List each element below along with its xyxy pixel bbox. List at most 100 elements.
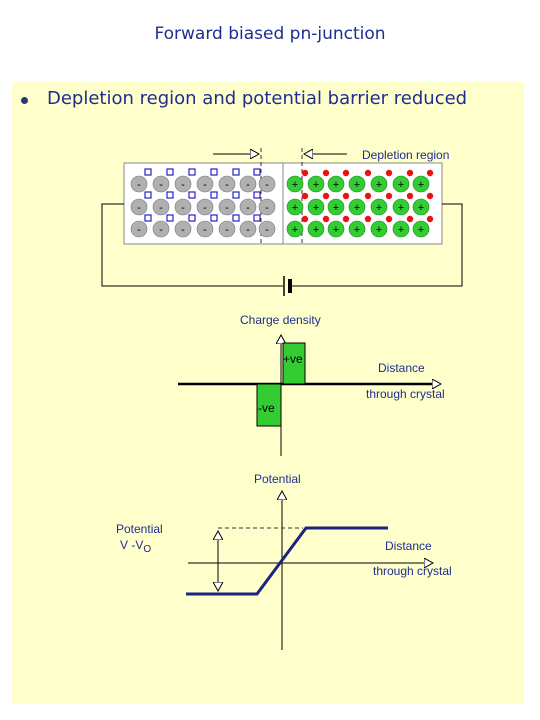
donor-ion <box>412 220 430 238</box>
donor-ion-sign: + <box>376 179 382 191</box>
donor-ion <box>286 175 304 193</box>
acceptor-ion-sign: - <box>159 224 163 236</box>
donor-ion-sign: + <box>354 224 360 236</box>
acceptor-ion-sign: - <box>181 179 185 191</box>
electron <box>342 215 350 223</box>
acceptor-ion-sign: - <box>203 202 207 214</box>
donor-ion <box>327 220 345 238</box>
donor-ion <box>392 220 410 238</box>
acceptor-ion-sign: - <box>137 202 141 214</box>
acceptor-ion <box>152 175 170 193</box>
acceptor-ion <box>196 175 214 193</box>
acceptor-ion-sign: - <box>265 202 269 214</box>
donor-ion-sign: + <box>398 179 404 191</box>
donor-ion-sign: + <box>313 224 319 236</box>
circuit-wire-left <box>101 203 283 287</box>
acceptor-ion-sign: - <box>181 224 185 236</box>
electron <box>364 215 372 223</box>
donor-ion-sign: + <box>376 202 382 214</box>
electron <box>426 169 434 177</box>
donor-ion <box>412 175 430 193</box>
depletion-region-label: Depletion region <box>362 148 449 162</box>
electron <box>322 192 330 200</box>
donor-ion-sign: + <box>333 202 339 214</box>
hole <box>253 191 261 199</box>
donor-ion-sign: + <box>418 224 424 236</box>
acceptor-ion <box>218 175 236 193</box>
electron <box>426 192 434 200</box>
acceptor-ions: --------------------- <box>130 175 276 238</box>
acceptor-ion-sign: - <box>137 224 141 236</box>
electron <box>426 215 434 223</box>
donor-ion-sign: + <box>398 224 404 236</box>
donor-ion <box>392 198 410 216</box>
acceptor-ion <box>239 220 257 238</box>
acceptor-ion <box>218 220 236 238</box>
electron <box>301 192 309 200</box>
bullet-text: Depletion region and potential barrier r… <box>47 88 468 109</box>
donor-ion-sign: + <box>292 179 298 191</box>
donor-ion <box>307 198 325 216</box>
donor-ion <box>307 220 325 238</box>
hole <box>210 214 218 222</box>
electron <box>406 192 414 200</box>
donor-ion-sign: + <box>376 224 382 236</box>
hole <box>144 191 152 199</box>
donor-ions: +++++++++++++++++++++ <box>286 175 430 238</box>
acceptor-ion <box>174 175 192 193</box>
electrons <box>301 169 434 223</box>
acceptor-ion <box>130 175 148 193</box>
electron <box>385 169 393 177</box>
donor-ion <box>286 220 304 238</box>
hole <box>232 214 240 222</box>
acceptor-ion-sign: - <box>137 179 141 191</box>
donor-ion <box>307 175 325 193</box>
acceptor-ion-sign: - <box>203 224 207 236</box>
hole <box>144 214 152 222</box>
potential-left-label-sub: O <box>143 544 151 555</box>
positive-charge-label: +ve <box>283 352 303 366</box>
donor-ion-sign: + <box>313 202 319 214</box>
charge-xlabel-line2: through crystal <box>366 387 445 401</box>
battery-short-plate <box>288 279 292 293</box>
donor-ion <box>286 198 304 216</box>
donor-ion-sign: + <box>292 202 298 214</box>
acceptor-ion <box>152 198 170 216</box>
positive-charge-bar <box>282 342 306 385</box>
potential-xlabel-line2: through crystal <box>373 564 452 578</box>
acceptor-ion-sign: - <box>225 224 229 236</box>
hole <box>210 168 218 176</box>
donor-ion-sign: + <box>354 179 360 191</box>
donor-ion <box>327 198 345 216</box>
electron <box>406 215 414 223</box>
donor-ion-sign: + <box>354 202 360 214</box>
acceptor-ion <box>218 198 236 216</box>
hole <box>166 168 174 176</box>
donor-ion-sign: + <box>398 202 404 214</box>
hole <box>188 191 196 199</box>
acceptor-ion <box>130 220 148 238</box>
acceptor-ion-sign: - <box>225 179 229 191</box>
acceptor-ion <box>258 175 276 193</box>
donor-ion-sign: + <box>292 224 298 236</box>
bullet-dot <box>21 97 28 104</box>
electron <box>406 169 414 177</box>
electron <box>385 192 393 200</box>
negative-charge-bar <box>256 383 282 427</box>
hole <box>253 214 261 222</box>
donor-ion <box>392 175 410 193</box>
potential-left-label-main: V -V <box>120 538 143 552</box>
charge-density-label: Charge density <box>240 313 321 327</box>
acceptor-ion-sign: - <box>225 202 229 214</box>
potential-left-label-line2: V -VO <box>120 538 151 555</box>
negative-charge-label: -ve <box>258 401 275 415</box>
electron <box>385 215 393 223</box>
donor-ion-sign: + <box>418 202 424 214</box>
donor-ion <box>348 220 366 238</box>
electron <box>342 169 350 177</box>
hole <box>144 168 152 176</box>
acceptor-ion <box>174 220 192 238</box>
donor-ion <box>348 198 366 216</box>
donor-ion-sign: + <box>313 179 319 191</box>
